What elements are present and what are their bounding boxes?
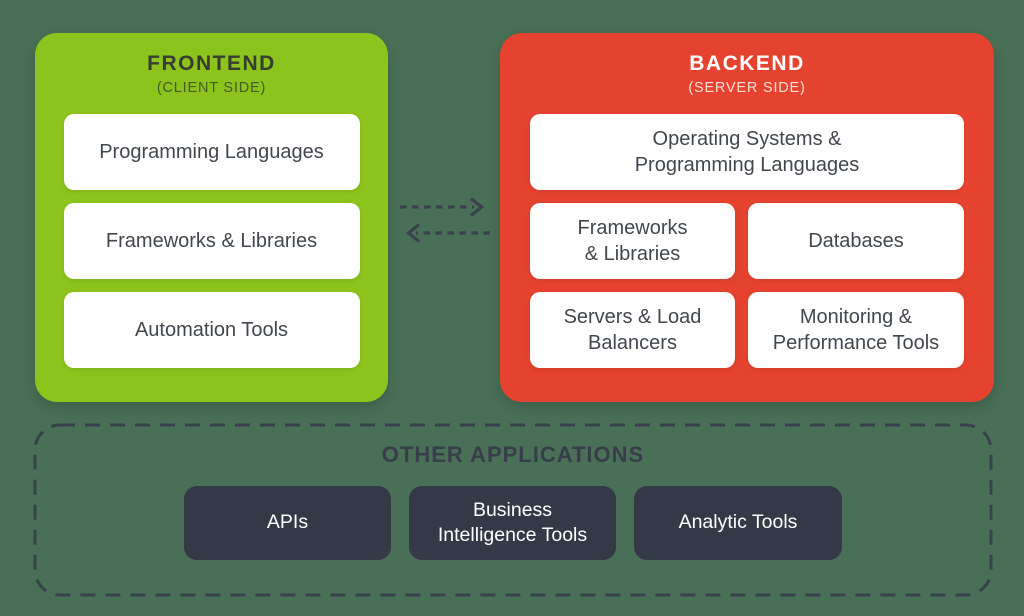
frontend-panel: FRONTEND (CLIENT SIDE) Programming Langu… (35, 33, 388, 402)
frontend-card-automation-tools: Automation Tools (63, 292, 360, 368)
backend-card-monitoring-performance: Monitoring & Performance Tools (748, 292, 964, 368)
other-card-business-intelligence-tools: Business Intelligence Tools (409, 486, 616, 560)
backend-header: BACKEND (SERVER SIDE) (500, 33, 994, 96)
other-card-analytic-tools: Analytic Tools (634, 486, 842, 560)
backend-subtitle: (SERVER SIDE) (688, 80, 806, 96)
arrow-left-icon (405, 223, 490, 243)
backend-card-frameworks-libraries: Frameworks & Libraries (530, 203, 735, 279)
other-applications-card-list: APIs Business Intelligence Tools Analyti… (33, 486, 993, 560)
frontend-card-list: Programming Languages Frameworks & Libra… (35, 114, 388, 368)
data-flow-arrows (400, 197, 490, 243)
arrow-right-icon (400, 197, 485, 217)
dashed-border (33, 423, 993, 597)
frontend-subtitle: (CLIENT SIDE) (156, 80, 267, 96)
other-card-apis: APIs (184, 486, 391, 560)
backend-card-databases: Databases (748, 203, 964, 279)
backend-card-os-programming-languages: Operating Systems & Programming Language… (530, 114, 964, 190)
backend-panel: BACKEND (SERVER SIDE) Operating Systems … (500, 33, 994, 402)
other-applications-container: OTHER APPLICATIONS APIs Business Intelli… (33, 423, 993, 597)
frontend-card-programming-languages: Programming Languages (63, 114, 360, 190)
frontend-header: FRONTEND (CLIENT SIDE) (35, 33, 388, 96)
other-applications-title: OTHER APPLICATIONS (381, 442, 645, 467)
backend-title: BACKEND (689, 52, 805, 75)
backend-card-grid: Operating Systems & Programming Language… (530, 114, 964, 368)
frontend-card-frameworks-libraries: Frameworks & Libraries (63, 203, 360, 279)
frontend-title: FRONTEND (147, 52, 276, 75)
backend-card-servers-load-balancers: Servers & Load Balancers (530, 292, 735, 368)
